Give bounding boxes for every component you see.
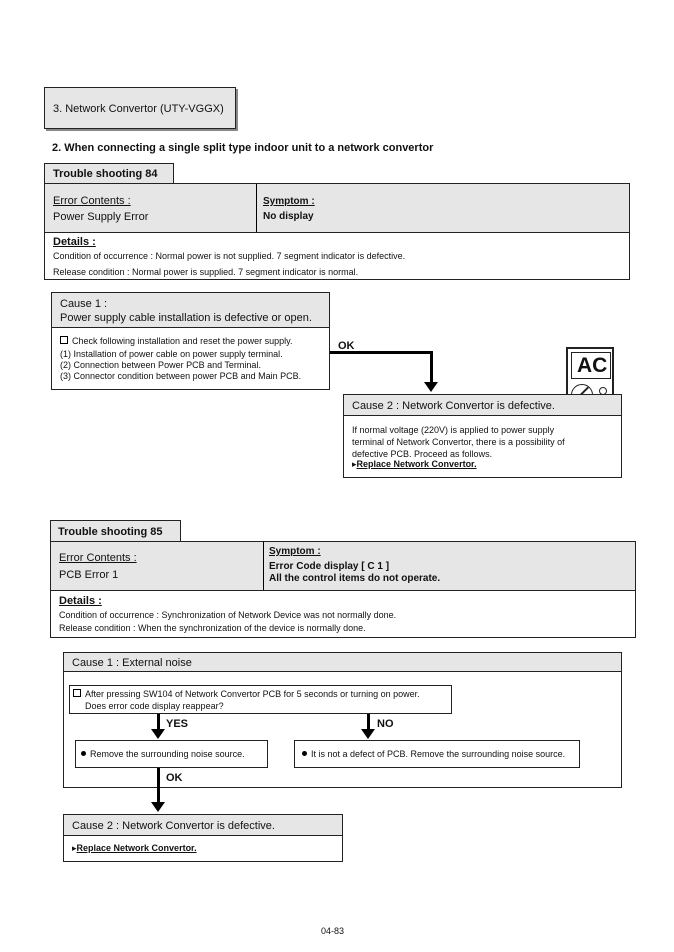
ts85-cause2-title: Cause 2 : Network Convertor is defective… bbox=[72, 820, 275, 832]
ts85-error-contents-value: PCB Error 1 bbox=[59, 569, 119, 581]
ts85-no-line bbox=[367, 714, 370, 730]
ts85-no-action: It is not a defect of PCB. Remove the su… bbox=[302, 749, 565, 760]
ts84-cause1-text: Power supply cable installation is defec… bbox=[60, 312, 312, 324]
ts85-tab: Trouble shooting 85 bbox=[50, 520, 181, 542]
section-title: 3. Network Convertor (UTY-VGGX) bbox=[53, 103, 224, 115]
ts85-question-line2: Does error code display reappear? bbox=[85, 701, 224, 711]
ts84-details-line1: Condition of occurrence : Normal power i… bbox=[53, 251, 406, 261]
meter-label: AC bbox=[577, 354, 608, 377]
ts84-cause2-title: Cause 2 : Network Convertor is defective… bbox=[352, 400, 555, 412]
ts84-cause1-item: (2) Connection between Power PCB and Ter… bbox=[60, 360, 261, 370]
ts84-cause1-check: Check following installation and reset t… bbox=[60, 336, 292, 347]
ts85-details-line1: Condition of occurrence : Synchronizatio… bbox=[59, 610, 397, 620]
section-title-box: 3. Network Convertor (UTY-VGGX) bbox=[44, 87, 236, 129]
ts84-header bbox=[44, 183, 630, 233]
ts85-no-arrow bbox=[361, 729, 375, 739]
ts85-symptom-line2: All the control items do not operate. bbox=[269, 573, 441, 584]
ts84-ok-arrow bbox=[424, 382, 438, 392]
ts84-error-contents-label: Error Contents : bbox=[53, 195, 131, 207]
meter-display: AC bbox=[571, 352, 611, 379]
ts84-ok-label: OK bbox=[338, 340, 355, 352]
ts85-yes-label: YES bbox=[166, 718, 189, 730]
ts85-details-line2: Release condition : When the synchroniza… bbox=[59, 623, 366, 633]
ts84-symptom-label: Symptom : bbox=[263, 196, 315, 207]
ts85-yes-action-box: Remove the surrounding noise source. bbox=[75, 740, 268, 768]
ts84-details-box bbox=[44, 232, 630, 280]
ts85-cause2-action: ▸Replace Network Convertor. bbox=[72, 843, 197, 853]
ts84-symptom-value: No display bbox=[263, 211, 314, 222]
ts84-cause1-item: (3) Connector condition between power PC… bbox=[60, 371, 302, 381]
page-number: 04-83 bbox=[321, 926, 345, 936]
bullet-icon bbox=[302, 751, 307, 756]
ts84-ok-line-h bbox=[330, 351, 433, 354]
ts85-details-box bbox=[50, 590, 636, 638]
ts84-tab-label: Trouble shooting 84 bbox=[53, 168, 158, 180]
ts84-ok-line-v bbox=[430, 351, 433, 383]
ts85-no-label: NO bbox=[377, 718, 394, 730]
checkbox-icon bbox=[73, 689, 81, 697]
ts84-cause2-text: If normal voltage (220V) is applied to p… bbox=[352, 425, 555, 435]
ts85-symptom-line1: Error Code display [ C 1 ] bbox=[269, 561, 390, 572]
ts85-question-line1: After pressing SW104 of Network Converto… bbox=[73, 689, 420, 700]
ts85-cause1-title: Cause 1 : External noise bbox=[72, 657, 192, 669]
subtitle: 2. When connecting a single split type i… bbox=[52, 142, 434, 154]
checkbox-icon bbox=[60, 336, 68, 344]
ts85-error-contents-label: Error Contents : bbox=[59, 552, 137, 564]
ts85-ok-label: OK bbox=[166, 772, 183, 784]
ts84-error-contents-value: Power Supply Error bbox=[53, 211, 149, 223]
ts85-yes-arrow bbox=[151, 729, 165, 739]
ts85-yes-line bbox=[157, 714, 160, 730]
ts84-cause2-text: terminal of Network Convertor, there is … bbox=[352, 437, 565, 447]
ts84-cause2-header: Cause 2 : Network Convertor is defective… bbox=[343, 394, 622, 416]
ts84-header-divider bbox=[256, 184, 257, 232]
ts85-ok-line bbox=[157, 768, 160, 803]
ts85-cause2-body: ▸Replace Network Convertor. bbox=[63, 835, 343, 862]
ts84-cause1-body: Check following installation and reset t… bbox=[51, 327, 330, 390]
ts85-cause1-header: Cause 1 : External noise bbox=[63, 652, 622, 672]
ts85-ok-arrow bbox=[151, 802, 165, 812]
ts85-tab-label: Trouble shooting 85 bbox=[58, 526, 163, 538]
ts84-details-line2: Release condition : Normal power is supp… bbox=[53, 267, 359, 277]
ts85-no-action-box: It is not a defect of PCB. Remove the su… bbox=[294, 740, 580, 768]
ts84-details-label: Details : bbox=[53, 236, 96, 248]
ts85-yes-action: Remove the surrounding noise source. bbox=[81, 749, 245, 760]
ts84-tab: Trouble shooting 84 bbox=[44, 163, 174, 184]
bullet-icon bbox=[81, 751, 86, 756]
ts84-cause1-item: (1) Installation of power cable on power… bbox=[60, 349, 283, 359]
ts84-cause2-text: defective PCB. Proceed as follows. bbox=[352, 449, 493, 459]
ts85-question-box: After pressing SW104 of Network Converto… bbox=[69, 685, 452, 714]
ts85-symptom-label: Symptom : bbox=[269, 546, 321, 557]
ts84-cause2-body: If normal voltage (220V) is applied to p… bbox=[343, 415, 622, 478]
ts85-details-label: Details : bbox=[59, 595, 102, 607]
ts85-cause2-header: Cause 2 : Network Convertor is defective… bbox=[63, 814, 343, 836]
ts84-cause2-action: ▸Replace Network Convertor. bbox=[352, 459, 477, 469]
ts85-header-divider bbox=[263, 542, 264, 590]
ts84-cause1-title: Cause 1 : bbox=[60, 298, 108, 310]
ts84-cause1-header: Cause 1 : Power supply cable installatio… bbox=[51, 292, 330, 328]
